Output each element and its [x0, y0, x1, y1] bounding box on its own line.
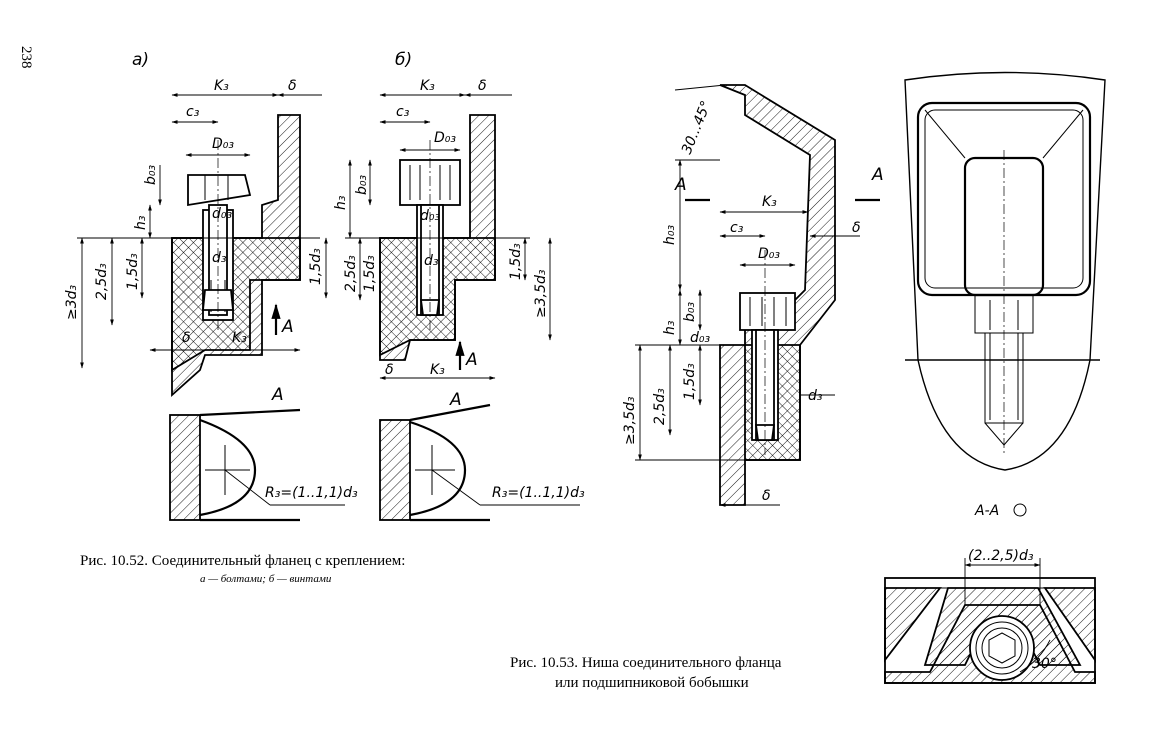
dim-k3-bottom-b: K₃ [430, 362, 445, 378]
rotation-icon [1013, 503, 1027, 517]
dim-delta-a: δ [288, 78, 297, 94]
dim-d03-bolt-b: d₀₃ [420, 208, 440, 224]
dim-delta-bottom-b: δ [385, 362, 394, 378]
dim-15d3-right-b: 1,5d₃ [508, 243, 524, 280]
width-dim-label: (2..2,5)d₃ [968, 548, 1034, 564]
dim-k3-a: K₃ [214, 78, 229, 94]
fig53-caption-line2: или подшипниковой бобышки [555, 675, 749, 691]
fig53-caption-line1: Рис. 10.53. Ниша соединительного фланца [510, 655, 782, 671]
dim-b03-a: b₀₃ [143, 165, 159, 185]
dim-h3-53: h₃ [662, 320, 678, 335]
dim-h3-b: h₃ [333, 195, 349, 210]
dim-3d3-a: ≥3d₃ [64, 284, 80, 320]
dim-h3-a: h₃ [133, 215, 149, 230]
dim-d3-a: d₃ [212, 250, 227, 266]
dim-25d3-53: 2,5d₃ [652, 388, 668, 425]
fig53-front-view [904, 71, 1106, 471]
section-view-label: A-A [974, 503, 999, 519]
section-mark-left: A [674, 175, 687, 195]
fig52-section-a-b: A [379, 390, 580, 522]
dim-c3-a: c₃ [186, 104, 200, 120]
dim-d03-53: D₀₃ [758, 246, 780, 262]
dim-15d3-a: 1,5d₃ [125, 253, 141, 290]
dim-delta-bottom-a: δ [182, 330, 191, 346]
dim-15d3-53: 1,5d₃ [682, 363, 698, 400]
fig52-section-a-a: A [169, 385, 345, 522]
fig52-subcaption: а — болтами; б — винтами [200, 573, 332, 585]
dim-d3-b: d₃ [424, 253, 439, 269]
fig52-a-dims [77, 93, 328, 369]
dim-delta-b: δ [478, 78, 487, 94]
fig52-view-a [171, 114, 301, 398]
fig53-section-view [685, 84, 880, 506]
radius-b: R₃=(1..1,1)d₃ [492, 485, 585, 501]
fig53-dims [635, 84, 860, 507]
section-a-label-a: A [271, 385, 284, 405]
fig52-view-b-label: б) [395, 50, 412, 70]
dim-25d3-b: 2,5d₃ [343, 255, 359, 292]
dim-c3-b: c₃ [396, 104, 410, 120]
section-a-label-b: A [449, 390, 462, 410]
arrow-a-label-a: A [281, 317, 294, 337]
section-mark-right: A [871, 165, 884, 185]
fig52-view-b [379, 114, 496, 361]
dim-k3-53: K₃ [762, 194, 777, 210]
dim-k3-bottom-a: K₃ [232, 330, 247, 346]
dim-15d3-b: 1,5d₃ [362, 255, 378, 292]
dim-35d3-b: ≥3,5d₃ [533, 269, 549, 318]
fig52-caption: Рис. 10.52. Соединительный фланец с креп… [80, 553, 406, 569]
dim-35d3-53: ≥3,5d₃ [622, 396, 638, 445]
dim-d03-bolt-a: d₀₃ [212, 206, 232, 222]
dim-delta-bottom-53: δ [762, 488, 771, 504]
arrow-a-label-b: A [465, 350, 478, 370]
dim-b03-b: b₀₃ [354, 175, 370, 195]
dim-c3-53: c₃ [730, 220, 744, 236]
dim-delta-53: δ [852, 220, 861, 236]
radius-a: R₃=(1..1,1)d₃ [265, 485, 358, 501]
angle-30-45: 30...45° [679, 99, 715, 157]
fig52-view-a-label: а) [132, 50, 149, 70]
dim-d3-53: d₃ [808, 388, 823, 404]
dim-h03-53: h₀₃ [662, 225, 678, 245]
dim-25d3-a: 2,5d₃ [94, 263, 110, 300]
dim-b03-53: b₀₃ [682, 302, 698, 322]
dim-d03-bolt-53: d₀₃ [690, 330, 710, 346]
fig52-b-dims [345, 93, 552, 380]
dim-15d3-right-a: 1,5d₃ [308, 248, 324, 285]
dim-d03-b: D₀₃ [434, 130, 456, 146]
dim-d03-a: D₀₃ [212, 136, 234, 152]
fig53-aa-section [884, 558, 1096, 684]
angle-30-label: 30° [1032, 656, 1057, 672]
dim-k3-b: K₃ [420, 78, 435, 94]
